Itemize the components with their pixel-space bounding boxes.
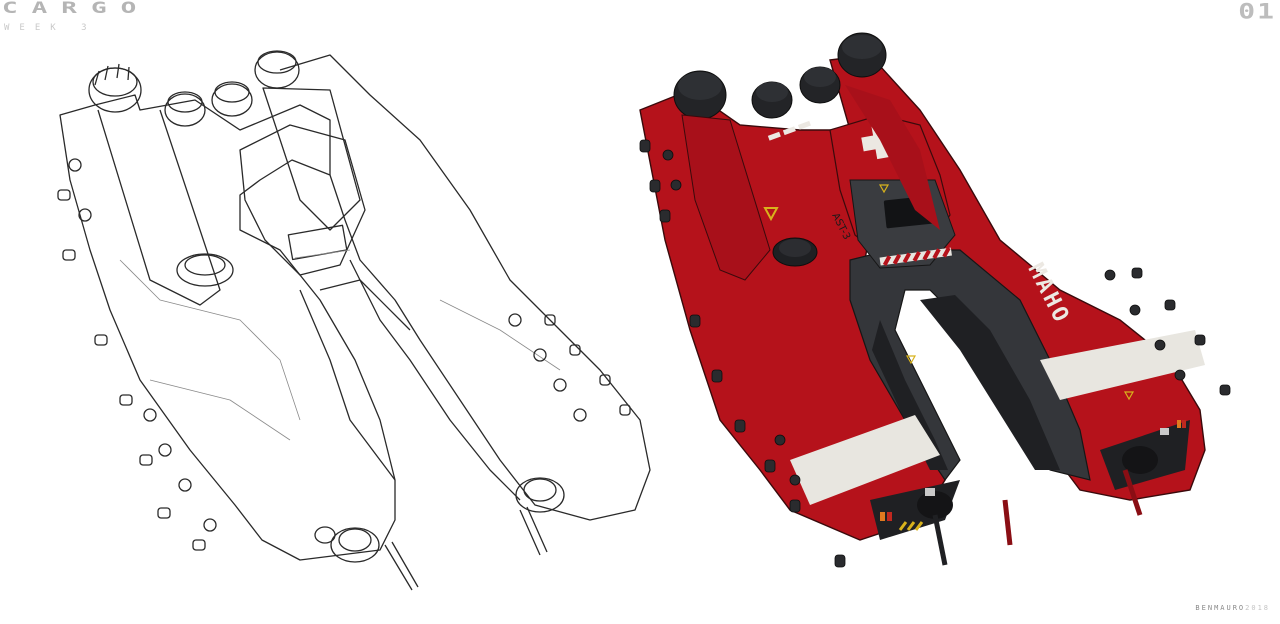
line-art-ship bbox=[57, 50, 651, 591]
sheet-number: 01 bbox=[1238, 0, 1276, 24]
sheet-title: CARGO bbox=[2, 0, 151, 18]
credit-name: BENMAURO bbox=[1195, 604, 1246, 612]
sheet-subtitle: WEEK 3 bbox=[4, 23, 97, 33]
credit-year: 2018 bbox=[1245, 604, 1270, 612]
colored-ship: MAHO AST-3 bbox=[639, 32, 1231, 568]
artist-credit: BENMAURO2018 bbox=[1195, 604, 1270, 612]
